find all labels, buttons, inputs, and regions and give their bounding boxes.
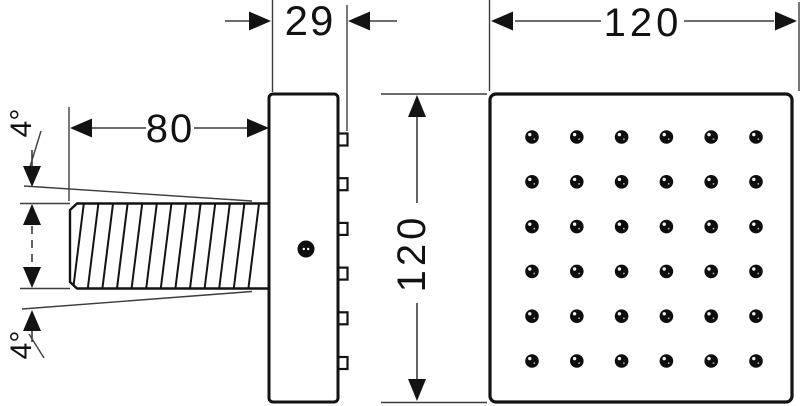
nozzle <box>659 264 674 279</box>
nozzle <box>704 264 718 279</box>
arrowhead-up <box>408 95 426 117</box>
dim-label-plate-depth: 29 <box>284 0 336 44</box>
angle-leader-bottom <box>28 333 45 359</box>
nozzle <box>704 309 718 324</box>
spray-cone <box>68 202 272 290</box>
nozzle <box>525 130 539 144</box>
nozzle <box>749 130 763 144</box>
hatch-line <box>218 203 231 289</box>
dimension-plate-depth-29 <box>225 0 397 131</box>
hatch-line <box>130 203 144 289</box>
nozzle <box>659 309 674 324</box>
nozzle <box>749 354 763 368</box>
nozzle <box>614 219 629 234</box>
hatch-line <box>115 203 129 289</box>
hatch-line <box>188 203 202 289</box>
hatch-line <box>86 203 100 289</box>
angle-annotation-top <box>23 130 42 225</box>
nozzle <box>570 219 584 234</box>
nozzle-grid <box>525 130 763 368</box>
nozzle <box>659 130 674 144</box>
hatch-line <box>159 203 173 289</box>
nozzle <box>614 354 629 368</box>
nozzle <box>659 354 674 368</box>
arrowhead-down <box>23 166 41 187</box>
dimension-height-120 <box>381 93 487 404</box>
hatch-line <box>232 203 246 289</box>
nozzle <box>749 309 763 324</box>
arrowhead-right <box>247 118 269 138</box>
nozzle <box>525 309 539 324</box>
angle-leader-top <box>28 130 42 171</box>
spray-cone-hatch <box>72 203 261 289</box>
nozzle <box>614 130 629 144</box>
hatch-line <box>174 203 188 289</box>
nozzle <box>749 219 763 234</box>
arrowhead-left <box>70 118 92 138</box>
nozzle <box>570 130 584 144</box>
arrowhead-down <box>408 379 426 401</box>
nozzle <box>704 175 718 189</box>
arrowhead-right <box>775 11 797 31</box>
arrowhead-up <box>23 310 41 331</box>
nozzle <box>525 354 539 368</box>
arrowhead-up <box>23 204 41 225</box>
nozzle <box>749 264 763 279</box>
nozzle <box>570 175 584 189</box>
hatch-line <box>72 203 85 289</box>
angle-annotation-bottom <box>23 267 45 359</box>
nozzle <box>614 175 629 189</box>
nozzle <box>614 309 629 324</box>
nozzle <box>525 264 539 279</box>
faceplate-front <box>488 92 794 404</box>
nozzle <box>614 264 629 279</box>
side-view <box>20 0 397 404</box>
arrowhead-left <box>348 11 370 31</box>
front-view <box>381 0 800 404</box>
center-screw-dot <box>297 240 315 258</box>
nozzle <box>704 354 718 368</box>
dim-label-front-width: 120 <box>603 1 683 45</box>
nozzle <box>749 175 763 189</box>
nozzle <box>570 264 584 279</box>
dim-label-projection: 80 <box>145 107 195 151</box>
arrowhead-down <box>23 267 41 288</box>
hatch-line <box>247 203 261 289</box>
angle-reference-line-top <box>23 185 253 202</box>
nozzle <box>659 175 674 189</box>
angle-label-bottom: 4° <box>5 330 38 360</box>
arrowhead-right <box>249 11 271 31</box>
nozzle <box>659 219 674 234</box>
dimension-projection-80 <box>68 107 269 201</box>
hatch-line <box>145 203 158 289</box>
hatch-line <box>101 203 115 289</box>
nozzle <box>704 219 718 234</box>
nozzle <box>525 175 539 189</box>
angle-reference-line-bottom <box>21 290 253 310</box>
nozzle <box>525 219 539 234</box>
hatch-line <box>203 203 217 289</box>
nozzle <box>570 309 584 324</box>
dim-label-front-height: 120 <box>390 213 434 293</box>
nozzle <box>570 354 584 368</box>
nozzle <box>704 130 718 144</box>
arrowhead-left <box>491 11 513 31</box>
dimension-width-120 <box>488 0 800 91</box>
angle-label-top: 4° <box>5 108 38 138</box>
